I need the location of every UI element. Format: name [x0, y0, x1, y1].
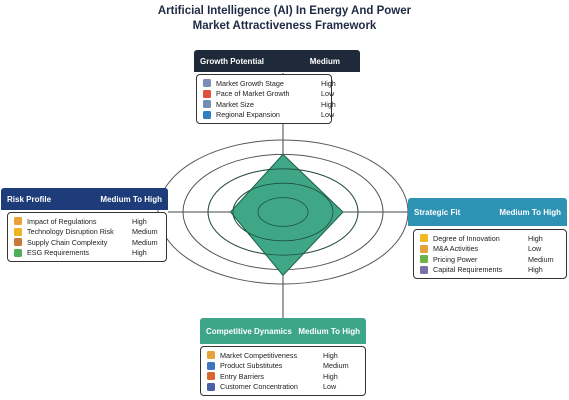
growth-item-label: Market Growth Stage [216, 78, 284, 88]
radar-score-shape [229, 153, 344, 277]
strategic-item-label: Degree of Innovation [433, 233, 500, 243]
strategic-item-value: High [528, 265, 543, 275]
risk-profile-panel: Risk Profile Medium To High Impact of Re… [1, 188, 168, 262]
title-line-1: Artificial Intelligence (AI) In Energy A… [157, 5, 412, 17]
risk-item-value: High [132, 248, 147, 258]
competitive-item-value: High [323, 350, 338, 360]
competitive-dynamics-panel: Competitive Dynamics Medium To High Mark… [200, 318, 366, 396]
risk-item-label: Technology Disruption Risk [27, 227, 114, 237]
scale-icon [14, 217, 22, 226]
risk-item: ESG Requirements High [14, 248, 160, 259]
strategic-fit-title: Strategic Fit [414, 207, 461, 217]
competitive-dynamics-header: Competitive Dynamics Medium To High [200, 318, 366, 344]
warning-icon [14, 227, 22, 236]
lightbulb-icon [420, 234, 428, 243]
competitive-item-value: Medium [323, 361, 349, 371]
strategic-fit-panel: Strategic Fit Medium To High Degree of I… [408, 198, 567, 279]
bar-chart-icon [203, 79, 211, 88]
risk-item-value: Medium [132, 227, 158, 237]
growth-potential-level: Medium [309, 56, 340, 66]
growth-item: Market Size High [203, 99, 336, 110]
competitive-item-label: Product Substitutes [220, 361, 283, 371]
pencil-icon [207, 351, 215, 360]
strategic-item: Capital Requirements High [420, 265, 560, 276]
competitive-item: Product Substitutes Medium [207, 361, 359, 372]
boxes-icon [14, 238, 22, 247]
competitive-item-label: Customer Concentration [220, 382, 298, 392]
competitive-item: Customer Concentration Low [207, 382, 359, 393]
title-line-2: Market Attractiveness Framework [192, 20, 377, 32]
building-icon [420, 265, 428, 274]
growth-item-label: Regional Expansion [216, 110, 280, 120]
document-icon [203, 100, 211, 109]
competitive-item-label: Entry Barriers [220, 371, 264, 381]
leaf-icon [14, 248, 22, 257]
competitive-item-value: Low [323, 382, 337, 392]
risk-item-label: ESG Requirements [27, 248, 89, 258]
growth-item-label: Market Size [216, 99, 254, 109]
risk-profile-header: Risk Profile Medium To High [1, 188, 168, 210]
competitive-item-value: High [323, 371, 338, 381]
risk-item-label: Impact of Regulations [27, 216, 97, 226]
lock-icon [207, 372, 215, 381]
growth-item: Pace of Market Growth Low [203, 89, 334, 100]
page-title: Artificial Intelligence (AI) In Energy A… [0, 4, 569, 34]
growth-item-value: Low [321, 110, 335, 120]
competitive-item-label: Market Competitiveness [220, 350, 298, 360]
growth-item-value: High [321, 99, 336, 109]
growth-potential-header: Growth Potential Medium [194, 50, 360, 72]
competitive-item: Entry Barriers High [207, 371, 359, 382]
strategic-item-label: Pricing Power [433, 254, 478, 264]
radar-inner-ring [207, 168, 359, 256]
strategic-item: Pricing Power Medium [420, 254, 560, 265]
competitive-item: Market Competitiveness High [207, 350, 359, 361]
swap-icon [207, 361, 215, 370]
competitive-dynamics-title: Competitive Dynamics [206, 326, 292, 336]
radar-inner-ring [232, 182, 334, 242]
price-tag-icon [420, 255, 428, 264]
risk-item-value: Medium [132, 237, 158, 247]
strategic-item: Degree of Innovation High [420, 233, 560, 244]
strategic-item-value: Medium [528, 254, 554, 264]
growth-item: Market Growth Stage High [203, 78, 336, 89]
competitive-dynamics-level: Medium To High [298, 326, 360, 336]
growth-item-value: High [321, 78, 336, 88]
risk-item-label: Supply Chain Complexity [27, 237, 108, 247]
lightning-icon [203, 89, 211, 98]
growth-item: Regional Expansion Low [203, 110, 334, 121]
risk-item: Supply Chain Complexity Medium [14, 237, 160, 248]
growth-potential-panel: Growth Potential Medium Market Growth St… [194, 50, 360, 124]
strategic-item-value: High [528, 233, 543, 243]
globe-icon [203, 110, 211, 119]
strategic-item-value: Low [528, 244, 542, 254]
strategic-item-label: Capital Requirements [433, 265, 503, 275]
strategic-item: M&A Activities Low [420, 244, 560, 255]
strategic-item-label: M&A Activities [433, 244, 479, 254]
strategic-fit-level: Medium To High [499, 207, 561, 217]
radar-inner-ring [257, 197, 309, 227]
growth-item-value: Low [321, 89, 335, 99]
growth-item-label: Pace of Market Growth [216, 89, 290, 99]
strategic-fit-header: Strategic Fit Medium To High [408, 198, 567, 226]
risk-item: Impact of Regulations High [14, 216, 160, 227]
users-icon [207, 382, 215, 391]
risk-profile-level: Medium To High [100, 194, 162, 204]
risk-item-value: High [132, 216, 147, 226]
handshake-icon [420, 244, 428, 253]
risk-profile-title: Risk Profile [7, 194, 52, 204]
risk-item: Technology Disruption Risk Medium [14, 227, 160, 238]
growth-potential-title: Growth Potential [200, 56, 264, 66]
